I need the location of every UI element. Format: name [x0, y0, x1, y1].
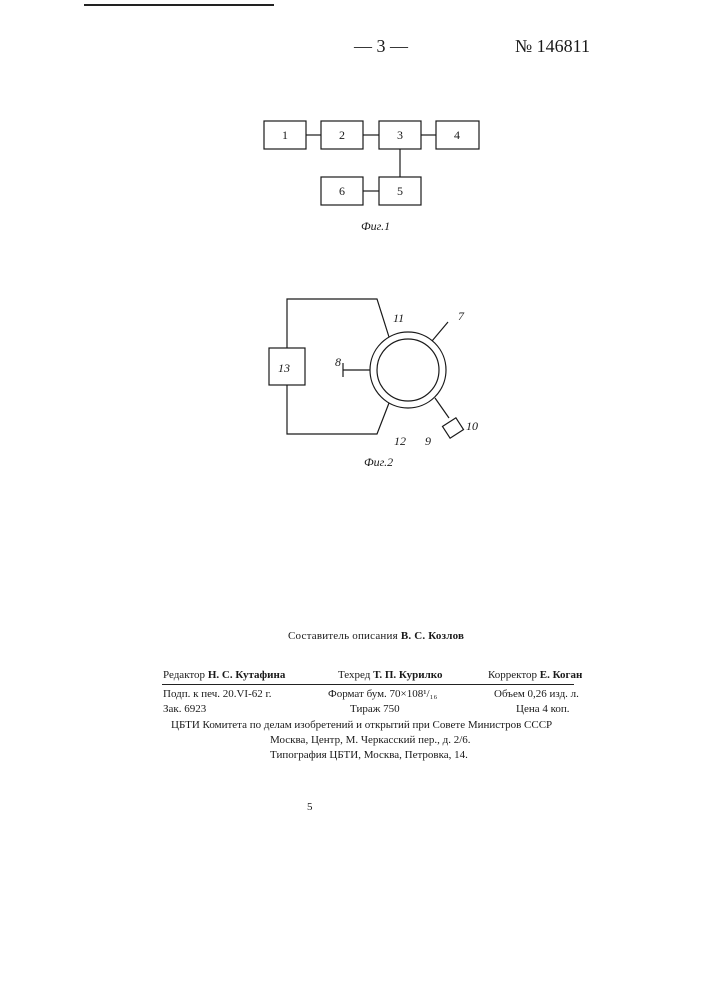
publisher-line-1: ЦБТИ Комитета по делам изобретений и отк… [171, 719, 552, 731]
label-13: 13 [278, 361, 290, 375]
techred-label: Техред [338, 669, 370, 681]
figure-2-caption: Фиг.2 [364, 455, 393, 469]
label-8: 8 [335, 355, 341, 369]
ring-outer [370, 332, 446, 408]
figure-1 [264, 121, 479, 205]
compiler-label: Составитель описания [288, 630, 398, 642]
compiler-line: Составитель описания В. С. Козлов [288, 630, 464, 642]
block-3-label: 3 [397, 128, 403, 142]
imprint-rule [162, 684, 574, 685]
editor-name: Н. С. Кутафина [208, 669, 286, 681]
corrector-label: Корректор [488, 669, 537, 681]
signed-date: Подп. к печ. 20.VI-62 г. [163, 688, 272, 700]
page-number: 5 [307, 801, 313, 813]
editor: Редактор Н. С. Кутафина [163, 669, 285, 681]
lead-11 [287, 299, 389, 348]
corrector: Корректор Е. Коган [488, 669, 582, 681]
volume: Объем 0,26 изд. л. [494, 688, 579, 700]
block-4-label: 4 [454, 128, 460, 142]
paper-format: Формат бум. 70×108¹/₁₆ [328, 688, 437, 700]
block-1-label: 1 [282, 128, 288, 142]
publisher-line-2: Москва, Центр, М. Черкасский пер., д. 2/… [270, 734, 471, 746]
lead-12 [287, 385, 389, 434]
block-2-label: 2 [339, 128, 345, 142]
sensor-10 [442, 418, 463, 438]
label-9: 9 [425, 434, 431, 448]
circulation: Тираж 750 [350, 703, 400, 715]
block-5-label: 5 [397, 184, 403, 198]
label-11: 11 [393, 311, 404, 325]
leader-7 [432, 322, 448, 341]
compiler-name: В. С. Козлов [401, 630, 464, 642]
ring-inner [377, 339, 439, 401]
corrector-name: Е. Коган [540, 669, 583, 681]
order-number: Зак. 6923 [163, 703, 206, 715]
label-7: 7 [458, 309, 465, 323]
price: Цена 4 коп. [516, 703, 570, 715]
figure-2 [269, 299, 464, 438]
printer-line: Типография ЦБТИ, Москва, Петровка, 14. [270, 749, 468, 761]
block-6-label: 6 [339, 184, 345, 198]
techred: Техред Т. П. Курилко [338, 669, 442, 681]
editor-label: Редактор [163, 669, 205, 681]
arm-9 [435, 398, 449, 418]
figure-1-caption: Фиг.1 [361, 219, 390, 233]
label-10: 10 [466, 419, 478, 433]
label-12: 12 [394, 434, 406, 448]
techred-name: Т. П. Курилко [373, 669, 442, 681]
